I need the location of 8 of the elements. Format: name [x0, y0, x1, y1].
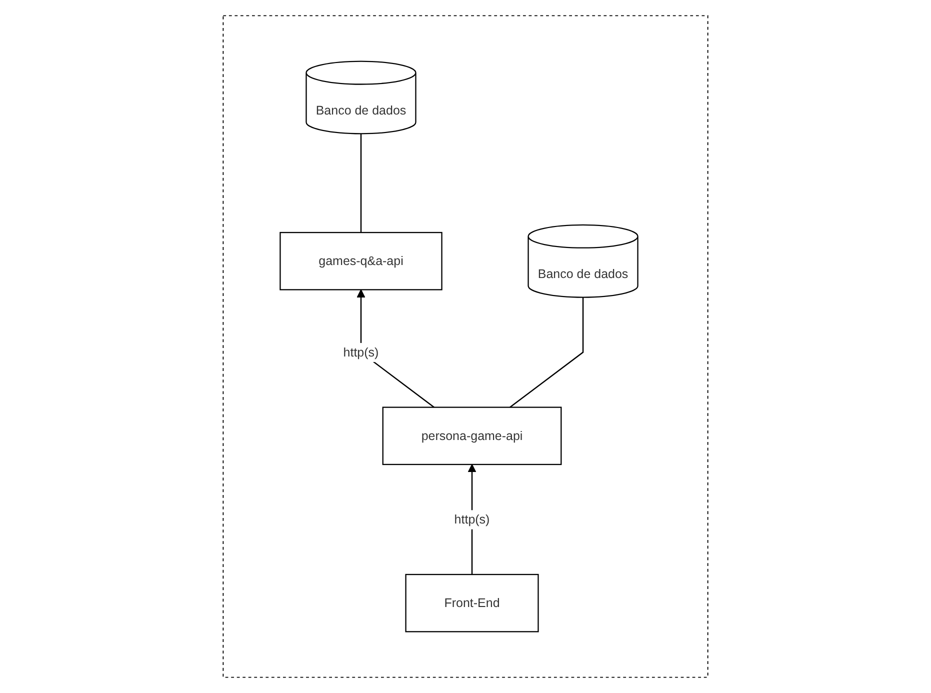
cluster — [222, 15, 708, 678]
edge-label: http(s) — [454, 512, 490, 526]
node-box: persona-game-api — [382, 406, 562, 466]
connector — [510, 297, 584, 408]
connector — [360, 134, 362, 233]
edge-label: http(s) — [343, 344, 379, 360]
node-box: games-q&a-api — [280, 232, 442, 290]
node-box: Front-End — [405, 574, 539, 632]
